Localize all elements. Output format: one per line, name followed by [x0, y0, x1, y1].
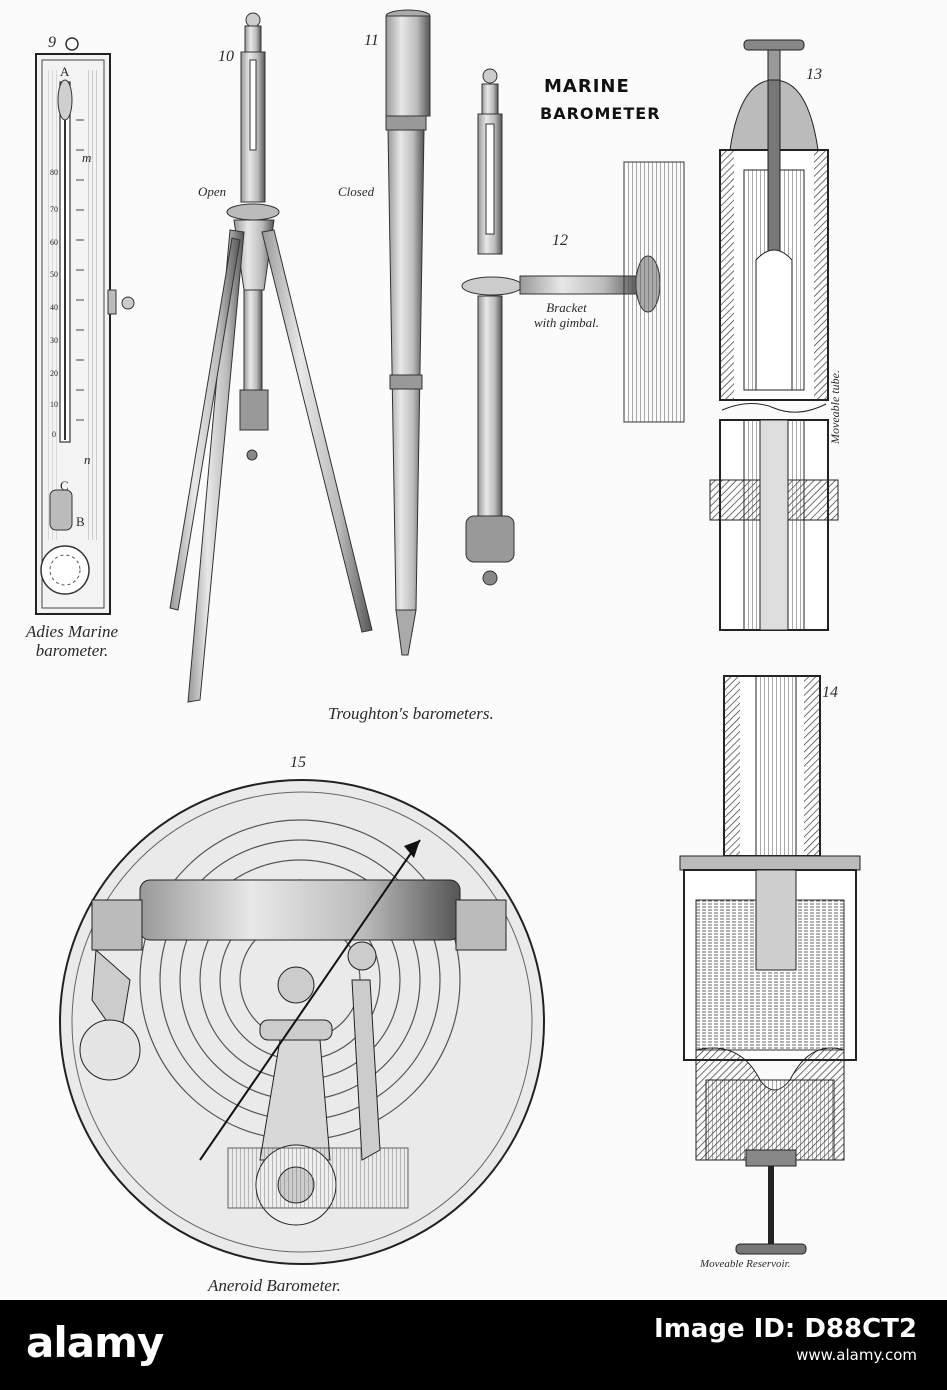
- fig12-caption: Bracket with gimbal.: [534, 300, 599, 330]
- fig15-caption: Aneroid Barometer.: [208, 1276, 341, 1295]
- fig15-aneroid-barometer: [59, 779, 545, 1265]
- fig12-caption-line1: Bracket: [546, 300, 587, 315]
- fig9-number: 9: [48, 34, 56, 51]
- fig9-tick-30: 30: [50, 336, 58, 345]
- fig14-moveable-reservoir-section: [679, 675, 861, 1255]
- fig9-tick-70: 70: [50, 205, 58, 214]
- fig9-letter-b: B: [76, 514, 85, 529]
- fig11-number: 11: [364, 32, 379, 49]
- fig13-moveable-tube-section: [709, 39, 839, 631]
- fig9-letter-a: A: [60, 64, 70, 79]
- fig9-adie-barometer: [35, 37, 135, 615]
- fig9-caption: Adies Marine barometer.: [2, 622, 142, 660]
- fig9-tick-50: 50: [50, 270, 58, 279]
- fig9-tick-20: 20: [50, 369, 58, 378]
- fig9-letter-m: m: [82, 150, 92, 165]
- fig9-tick-0: 0: [52, 430, 56, 439]
- fig15-number: 15: [290, 754, 306, 771]
- fig10-tripod-open: [169, 12, 373, 703]
- fig10-number: 10: [218, 48, 234, 65]
- fig9-tick-60: 60: [50, 238, 58, 247]
- image-id-label: Image ID: D88CT2: [654, 1314, 917, 1344]
- fig9-letter-n: n: [84, 452, 91, 467]
- handwritten-note-line1: MARINE: [544, 76, 630, 97]
- fig9-tick-80: 80: [50, 168, 58, 177]
- fig12-bracket-gimbal: [461, 68, 685, 586]
- fig9-caption-line2: barometer.: [35, 641, 109, 660]
- fig13-number: 13: [806, 66, 822, 83]
- site-url[interactable]: www.alamy.com: [796, 1346, 917, 1364]
- stock-footer-bar: alamy Image ID: D88CT2 www.alamy.com: [0, 1300, 947, 1390]
- engraving-illustration: [35, 9, 861, 1265]
- brand-logo[interactable]: alamy: [26, 1318, 164, 1372]
- fig14-number: 14: [822, 684, 838, 701]
- fig9-tick-40: 40: [50, 303, 58, 312]
- handwritten-note-line2: BAROMETER: [540, 104, 661, 123]
- fig12-number: 12: [552, 232, 568, 249]
- fig9-letter-c: C: [60, 478, 69, 493]
- fig13-side-label: Moveable tube.: [828, 370, 842, 444]
- fig9-caption-line1: Adies Marine: [25, 622, 119, 641]
- fig11-tripod-closed: [385, 9, 431, 656]
- fig12-caption-line2: with gimbal.: [534, 315, 600, 330]
- fig10-state-label: Open: [198, 184, 227, 199]
- fig14-caption: Moveable Reservoir.: [700, 1258, 791, 1270]
- fig11-state-label: Closed: [338, 184, 375, 199]
- brand-wordmark: alamy: [26, 1318, 164, 1367]
- engraving-plate: 9 Adies Marine barometer. A C B m n 80 7…: [2, 9, 861, 1295]
- group-caption-troughton: Troughton's barometers.: [328, 704, 494, 723]
- image-id-block: Image ID: D88CT2 www.alamy.com: [654, 1312, 917, 1364]
- fig9-tick-10: 10: [50, 400, 58, 409]
